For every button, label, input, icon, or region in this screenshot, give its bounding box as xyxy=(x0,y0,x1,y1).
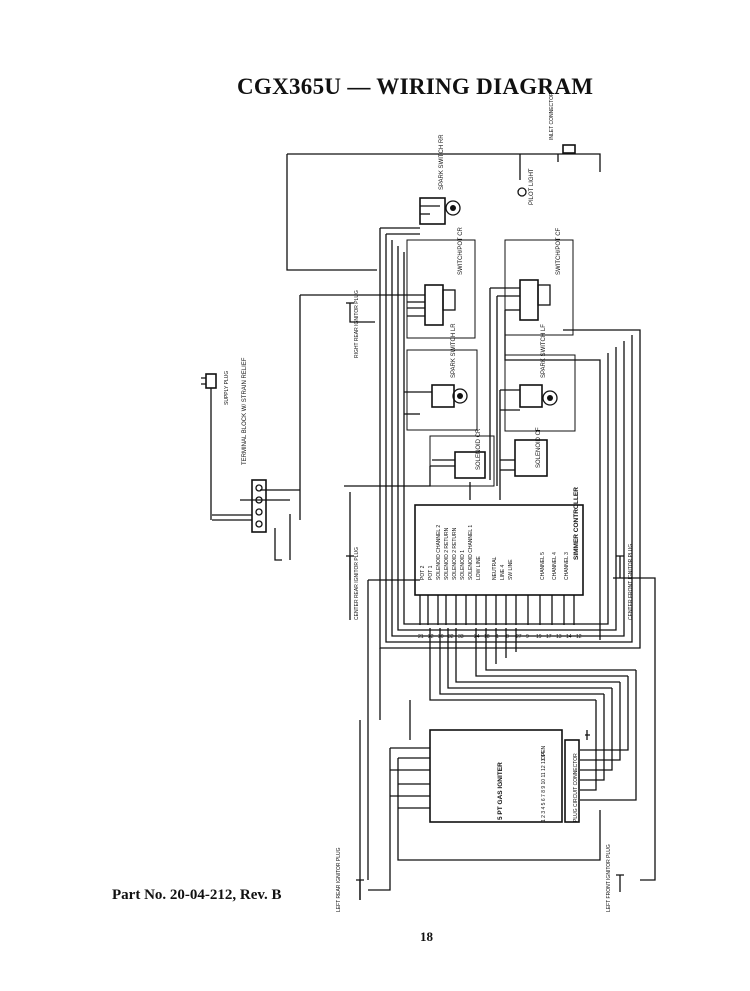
svg-text:19: 19 xyxy=(536,634,542,640)
svg-text:SOLENOID 1: SOLENOID 1 xyxy=(460,550,466,580)
svg-text:PILOT LIGHT: PILOT LIGHT xyxy=(529,168,535,205)
svg-text:PLUG CIRCUIT CONNECTOR: PLUG CIRCUIT CONNECTOR xyxy=(573,753,579,822)
plug-circuit-connector: PLUG CIRCUIT CONNECTOR xyxy=(564,730,590,823)
inlet-connector: INLET CONNECTOR xyxy=(549,92,576,154)
svg-text:NEUTRAL: NEUTRAL xyxy=(492,556,498,580)
svg-text:CENTER FRONT IGNITOR PLUG: CENTER FRONT IGNITOR PLUG xyxy=(628,544,634,620)
svg-text:SPARK SWITCH RR: SPARK SWITCH RR xyxy=(439,134,445,190)
controller-pin-labels: POT 2 POT 1 SOLENOID CHANNEL 2 SOLENOID … xyxy=(420,525,570,580)
svg-text:SOLENOID CR: SOLENOID CR xyxy=(476,428,482,470)
svg-text:27: 27 xyxy=(516,634,522,640)
page-title: CGX365U — WIRING DIAGRAM xyxy=(237,74,594,99)
center-front-ignitor-plug: CENTER FRONT IGNITOR PLUG xyxy=(616,544,634,620)
left-rear-ignitor-plug: LEFT REAR IGNITOR PLUG xyxy=(336,847,364,912)
svg-text:POT 1: POT 1 xyxy=(428,565,434,580)
svg-text:18: 18 xyxy=(484,634,490,640)
svg-text:SPARK SWITCH LR: SPARK SWITCH LR xyxy=(451,323,457,378)
part-number: Part No. 20-04-212, Rev. B xyxy=(112,887,282,903)
svg-text:22: 22 xyxy=(428,634,434,640)
svg-text:TERMINAL BLOCK W/ STRAIN RELIE: TERMINAL BLOCK W/ STRAIN RELIEF xyxy=(242,357,248,465)
svg-text:CHANNEL 3: CHANNEL 3 xyxy=(564,552,570,580)
svg-text:12: 12 xyxy=(576,634,582,640)
svg-text:SOLENOID 2 RETURN: SOLENOID 2 RETURN xyxy=(444,527,450,580)
solenoid-cf: SOLENOID CF xyxy=(514,427,548,477)
svg-text:POT 2: POT 2 xyxy=(420,565,426,580)
svg-text:SWITCH/POT CF: SWITCH/POT CF xyxy=(556,227,562,275)
spark-switch-lr: SPARK SWITCH LR xyxy=(406,323,478,431)
svg-text:SWITCH/POT CR: SWITCH/POT CR xyxy=(458,226,464,275)
pilot-light: PILOT LIGHT xyxy=(517,168,535,205)
svg-text:SIMMER CONTROLLER: SIMMER CONTROLLER xyxy=(573,487,580,560)
svg-text:33: 33 xyxy=(458,634,464,640)
svg-text:LOW LINE: LOW LINE xyxy=(476,555,482,580)
switch-pot-cr: SWITCH/POT CR xyxy=(406,226,476,339)
svg-text:8: 8 xyxy=(506,634,509,640)
svg-text:INLET CONNECTOR: INLET CONNECTOR xyxy=(549,92,555,140)
svg-text:SOLENOID CHANNEL 1: SOLENOID CHANNEL 1 xyxy=(468,525,474,580)
spark-switch-rr: SPARK SWITCH RR xyxy=(419,134,461,225)
terminal-block: TERMINAL BLOCK W/ STRAIN RELIEF xyxy=(242,357,267,533)
left-front-ignitor-plug: LEFT FRONT IGNITOR PLUG xyxy=(606,844,624,912)
wire-number-labels: 21 22 30 32 33 24 18 1 8 27 9 19 17 13 1… xyxy=(418,634,582,640)
svg-text:SPARK SWITCH LF: SPARK SWITCH LF xyxy=(541,324,547,378)
svg-text:LEFT REAR IGNITOR PLUG: LEFT REAR IGNITOR PLUG xyxy=(336,847,342,912)
svg-text:1 2 3 4 5 6 7 8 9 10 11 12 13: 1 2 3 4 5 6 7 8 9 10 11 12 13 14 xyxy=(541,751,547,822)
svg-text:LINE 4: LINE 4 xyxy=(500,564,506,580)
solenoid-cr: SOLENOID CR xyxy=(429,428,495,487)
svg-text:SUPPLY PLUG: SUPPLY PLUG xyxy=(224,371,230,405)
svg-text:SOLENOID CHANNEL 2: SOLENOID CHANNEL 2 xyxy=(436,525,442,580)
controller-terminals xyxy=(419,595,575,625)
svg-text:24: 24 xyxy=(474,634,480,640)
gas-igniter-module: 5 PT GAS IGNITER 1 2 3 4 5 6 7 8 9 10 11… xyxy=(429,729,563,823)
svg-text:SOLENOID CF: SOLENOID CF xyxy=(536,427,542,468)
simmer-controller: SIMMER CONTROLLER POT 2 POT 1 SOLENOID C… xyxy=(414,487,584,625)
svg-text:CHANNEL 5: CHANNEL 5 xyxy=(540,552,546,580)
svg-text:13: 13 xyxy=(556,634,562,640)
svg-text:CENTER REAR IGNITOR PLUG: CENTER REAR IGNITOR PLUG xyxy=(354,547,360,620)
svg-text:LEFT FRONT IGNITOR PLUG: LEFT FRONT IGNITOR PLUG xyxy=(606,844,612,912)
page-number: 18 xyxy=(420,929,433,944)
svg-text:21: 21 xyxy=(418,634,424,640)
supply-plug: SUPPLY PLUG xyxy=(201,371,230,520)
svg-text:17: 17 xyxy=(546,634,552,640)
right-rear-ignitor-plug: RIGHT REAR IGNITOR PLUG xyxy=(346,290,375,358)
svg-text:5 PT GAS IGNITER: 5 PT GAS IGNITER xyxy=(497,762,504,820)
svg-text:14: 14 xyxy=(566,634,572,640)
svg-text:30: 30 xyxy=(438,634,444,640)
spark-switch-lf: SPARK SWITCH LF xyxy=(504,324,576,432)
svg-text:SOLENOID 2 RETURN: SOLENOID 2 RETURN xyxy=(452,527,458,580)
wire-harness xyxy=(212,153,656,900)
svg-text:OPEN: OPEN xyxy=(541,745,547,760)
center-rear-ignitor-plug: CENTER REAR IGNITOR PLUG xyxy=(346,547,360,620)
switch-pot-cf: SWITCH/POT CF xyxy=(504,227,574,336)
svg-text:1: 1 xyxy=(496,634,499,640)
svg-text:CHANNEL 4: CHANNEL 4 xyxy=(552,552,558,580)
svg-text:9: 9 xyxy=(526,634,529,640)
svg-text:32: 32 xyxy=(448,634,454,640)
svg-text:SW LINE: SW LINE xyxy=(508,559,514,580)
svg-text:RIGHT REAR IGNITOR PLUG: RIGHT REAR IGNITOR PLUG xyxy=(354,290,360,358)
